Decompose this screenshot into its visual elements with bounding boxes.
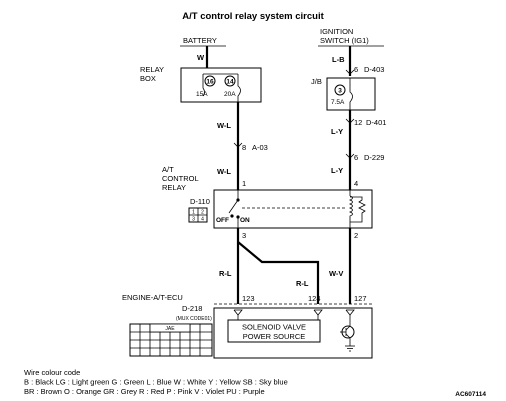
lower-branch-wire <box>237 241 320 304</box>
right-wire-color-a: L-Y <box>331 127 343 136</box>
right-wire-color-b: L-Y <box>331 166 343 175</box>
ecu-pin-127-symbol <box>345 309 355 316</box>
right-wire-pin-a: 12 <box>354 118 362 127</box>
fuse-16-symbol <box>202 74 205 97</box>
relay-grid-cell: 4 <box>201 217 204 223</box>
relay-contact-off <box>230 214 234 218</box>
figure-id: AC607114 <box>455 391 486 398</box>
ignition-label-1: IGNITION <box>320 27 353 36</box>
lower-right-wire-color: W-V <box>329 269 343 278</box>
ecu-pin-124-symbol <box>313 309 323 316</box>
legend-line-1: B : Black LG : Light green G : Green L :… <box>24 378 288 387</box>
lower-middle-wire-color: R-L <box>296 279 309 288</box>
fuse-14-number: 14 <box>226 79 234 86</box>
relay-pin-1: 1 <box>242 179 246 188</box>
ignition-pin: 6 <box>354 65 358 74</box>
relay-box-label-1: RELAY <box>140 65 164 74</box>
ecu-pin-123-symbol <box>233 309 243 316</box>
relay-connector-grid: 1 2 3 4 <box>188 207 208 223</box>
relay-label-3: RELAY <box>162 183 186 192</box>
relay-pin-3: 3 <box>242 231 246 240</box>
solenoid-label-2: POWER SOURCE <box>243 332 306 341</box>
fuse-16-number: 16 <box>206 79 214 86</box>
ecu-connector: D-218 <box>182 304 202 313</box>
solenoid-power-source-box <box>227 319 321 343</box>
right-wire-pin-b: 6 <box>354 153 358 162</box>
relay-box-label-2: BOX <box>140 74 156 83</box>
relay-pin-2: 2 <box>354 231 358 240</box>
battery-label: BATTERY <box>183 36 217 45</box>
jb-fuse-symbol <box>349 78 353 110</box>
left-wire-lower-color: W-L <box>217 167 231 176</box>
relay-pin-4: 4 <box>354 179 358 188</box>
ignition-connector: D-403 <box>364 65 384 74</box>
legend-title: Wire colour code <box>24 368 80 377</box>
fuse-14-marker <box>224 75 236 87</box>
relay-contact-pivot <box>236 198 240 202</box>
ecu-pin-127: 127 <box>354 294 367 303</box>
ignition-wire-color: L-B <box>332 55 345 64</box>
left-wire-upper-color: W-L <box>217 121 231 130</box>
relay-contact-arm <box>228 199 239 214</box>
legend-line-2: BR : Brown O : Orange GR : Grey R : Red … <box>24 387 265 396</box>
ecu-label: ENGINE-A/T-ECU <box>122 293 183 302</box>
jb-fuse-marker <box>334 84 346 96</box>
left-wire-connector: A-03 <box>252 143 268 152</box>
ecu-transistor-e <box>345 333 351 339</box>
ecu-connector-grid: JAE <box>129 323 213 357</box>
relay-box-outline <box>213 189 373 229</box>
ecu-connector-note: (MUX CODE01) <box>176 316 212 322</box>
relay-grid-cell: 2 <box>201 210 204 216</box>
fuse-16-rating: 15A <box>196 91 208 98</box>
connector-a03-symbol <box>233 142 243 148</box>
relay-label-1: A/T <box>162 165 174 174</box>
right-wire-connector-b: D-229 <box>364 153 384 162</box>
left-wire-pin: 8 <box>242 143 246 152</box>
ecu-pin-123: 123 <box>242 294 255 303</box>
solenoid-label-1: SOLENOID VALVE <box>242 323 306 332</box>
relay-grid-cell: 3 <box>192 217 195 223</box>
fuse-14-symbol <box>237 74 241 102</box>
relay-on-label: ON <box>240 217 250 224</box>
connector-d401-symbol <box>345 118 355 124</box>
ignition-label-2: SWITCH (IG1) <box>320 36 369 45</box>
relay-grid-cell: 1 <box>192 210 195 216</box>
connector-d229-symbol <box>345 153 355 159</box>
relay-coil <box>348 195 353 228</box>
lower-left-wire-color: R-L <box>219 269 232 278</box>
ecu-pin-124: 124 <box>308 294 321 303</box>
diagram-title: A/T control relay system circuit <box>182 11 324 22</box>
connector-d403-symbol <box>345 69 355 75</box>
right-wire-connector-a: D-401 <box>366 118 386 127</box>
fuse-14-rating: 20A <box>224 91 236 98</box>
relay-resistor <box>350 196 366 223</box>
relay-box <box>180 67 262 103</box>
relay-connector: D-110 <box>190 197 210 206</box>
relay-label-2: CONTROL <box>162 174 199 183</box>
fuse-16-marker <box>204 75 216 87</box>
jb-fuse-number: 3 <box>338 88 342 95</box>
jb-label: J/B <box>311 77 322 86</box>
ecu-grid-note: JAE <box>165 326 175 332</box>
relay-off-label: OFF <box>216 217 229 224</box>
battery-wire-color: W <box>197 53 205 62</box>
ecu-transistor-c <box>345 325 351 331</box>
jb-fuse-rating: 7.5A <box>331 99 345 106</box>
